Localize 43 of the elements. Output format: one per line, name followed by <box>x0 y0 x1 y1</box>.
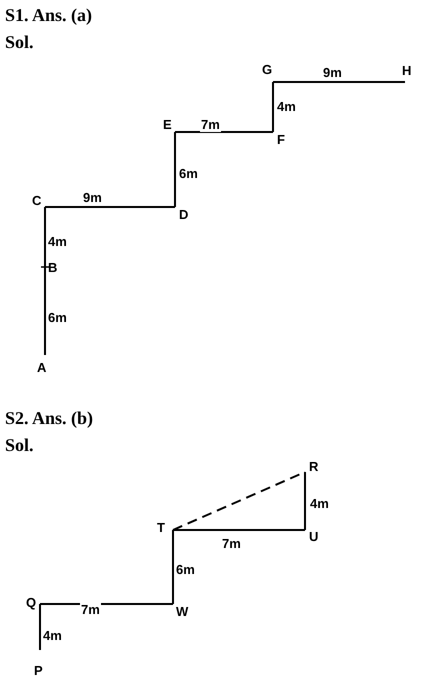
point-label: H <box>402 64 412 78</box>
line-segment <box>40 603 173 605</box>
line-segment <box>172 530 174 604</box>
line-segment <box>44 267 46 355</box>
heading: Sol. <box>5 435 34 455</box>
edge-label: 4m <box>276 100 297 114</box>
point-label: C <box>32 194 42 208</box>
edge-label: 6m <box>47 311 68 325</box>
line-segment <box>174 132 176 207</box>
point-label: E <box>163 118 172 132</box>
edge-label: 9m <box>322 66 343 80</box>
edge-label: 7m <box>221 537 242 551</box>
line-segment <box>272 82 274 132</box>
edge-label: 9m <box>82 191 103 205</box>
point-label: A <box>37 361 46 375</box>
line-segment <box>175 131 273 133</box>
point-label: T <box>157 521 165 535</box>
heading: S2. Ans. (b) <box>5 408 94 428</box>
heading: S1. Ans. (a) <box>5 5 92 25</box>
edge-label: 7m <box>80 603 101 617</box>
line-segment <box>44 207 46 267</box>
point-label: P <box>34 664 43 678</box>
point-label: F <box>277 133 285 147</box>
edge-label: 6m <box>178 167 199 181</box>
point-label: W <box>176 605 188 619</box>
point-label: U <box>309 530 318 544</box>
line-segment <box>39 604 41 650</box>
dashed-line <box>172 471 306 531</box>
edge-label: 4m <box>309 497 330 511</box>
line-segment <box>45 206 175 208</box>
edge-label: 6m <box>175 563 196 577</box>
line-segment <box>173 529 305 531</box>
line-segment <box>273 81 405 83</box>
point-label: R <box>309 460 318 474</box>
point-label: B <box>48 261 58 275</box>
edge-label: 4m <box>42 629 63 643</box>
point-label: D <box>179 208 188 222</box>
edge-label: 7m <box>200 118 221 132</box>
point-label: G <box>262 63 272 77</box>
heading: Sol. <box>5 32 34 52</box>
edge-label: 4m <box>47 235 68 249</box>
line-segment <box>304 472 306 530</box>
point-label: Q <box>26 596 36 610</box>
